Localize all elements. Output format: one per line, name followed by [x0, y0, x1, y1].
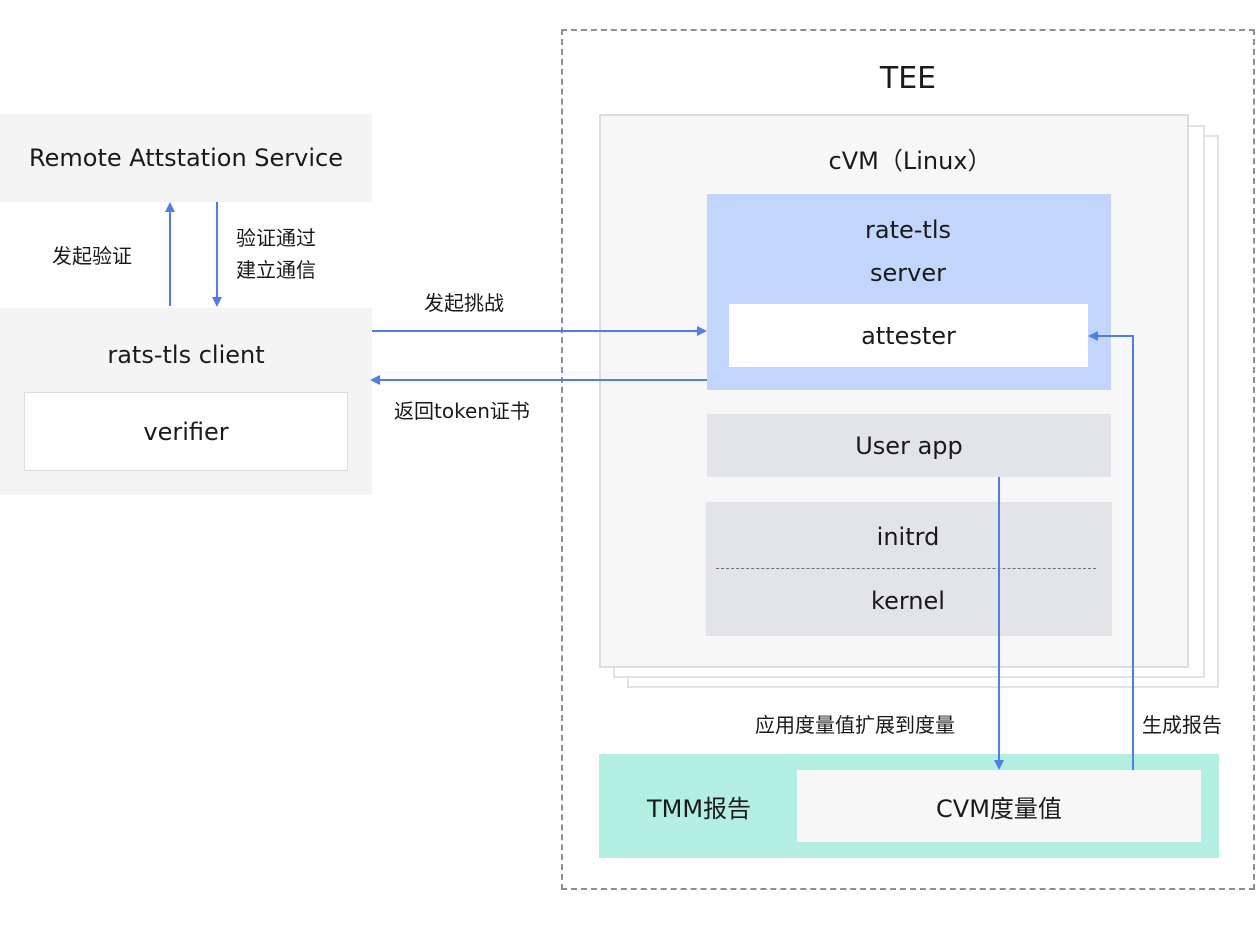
- measurement-extend-label: 应用度量值扩展到度量: [755, 713, 955, 737]
- initrd-label: initrd: [876, 523, 940, 551]
- attester-box: attester: [729, 304, 1088, 367]
- kernel-label: kernel: [871, 587, 945, 615]
- cvm-measurement-value-box: CVM度量值: [797, 770, 1201, 842]
- rats-tls-server-label-line2: server: [870, 259, 946, 287]
- user-app-block: User app: [707, 414, 1111, 477]
- verifier-box: verifier: [24, 392, 348, 471]
- cvm-title: cVM（Linux）: [828, 146, 992, 175]
- initiate-verification-label: 发起验证: [52, 244, 132, 268]
- tee-title: TEE: [879, 60, 937, 96]
- return-token-label: 返回token证书: [394, 399, 530, 423]
- initrd-kernel-block: [706, 502, 1112, 636]
- tmm-report-label: TMM报告: [646, 794, 752, 823]
- rats-tls-client-title: rats-tls client: [107, 341, 265, 369]
- tee-container: [561, 29, 1255, 890]
- initrd-kernel-divider: [716, 568, 1096, 569]
- remote-attestation-service-box: Remote Attstation Service: [0, 114, 372, 202]
- rats-tls-server-label-line1: rate-tls: [865, 216, 951, 244]
- generate-report-label: 生成报告: [1142, 713, 1222, 737]
- verification-passed-label-line1: 验证通过: [236, 226, 316, 250]
- verification-passed-label-line2: 建立通信: [236, 258, 316, 282]
- challenge-label: 发起挑战: [424, 291, 504, 315]
